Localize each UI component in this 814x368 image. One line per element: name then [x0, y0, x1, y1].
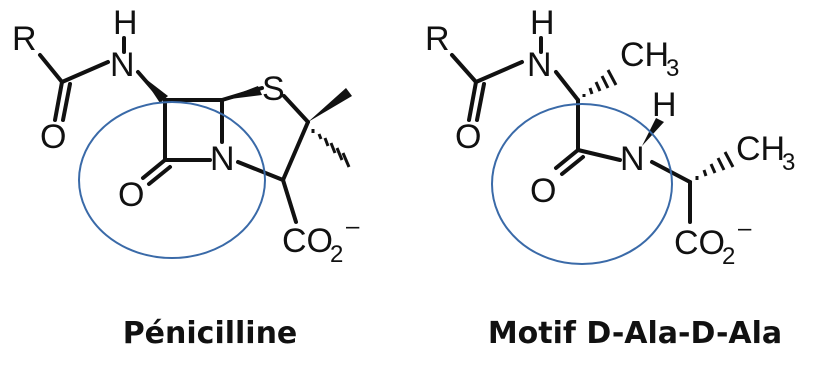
bond	[53, 80, 64, 122]
highlight-ellipse	[491, 103, 673, 265]
wedge-bond	[308, 88, 352, 122]
caption-dala: Motif D-Ala-D-Ala	[487, 316, 783, 351]
bond	[282, 94, 310, 124]
bond	[560, 155, 585, 176]
atom-r: R	[12, 20, 37, 58]
bond	[554, 148, 580, 170]
atom-n: N	[110, 46, 135, 84]
hashed-bond	[311, 129, 351, 168]
bond	[450, 53, 478, 84]
atom-o: O	[40, 118, 66, 156]
wedge-bond	[222, 86, 262, 100]
bond	[38, 53, 64, 84]
bond	[141, 158, 167, 180]
atom-h: H	[530, 4, 555, 42]
bond	[61, 82, 72, 122]
bond	[475, 82, 486, 122]
caption-penicillin: Pénicilline	[122, 316, 298, 351]
subscript: 3	[782, 149, 795, 176]
subscript: 2	[722, 243, 735, 270]
hashed-bond	[582, 69, 618, 97]
bond	[281, 178, 298, 224]
atom-h: H	[113, 4, 138, 42]
bond	[554, 70, 580, 102]
bond	[576, 148, 622, 162]
carboxylate-label: CO	[674, 224, 725, 262]
bond	[281, 120, 310, 182]
atom-n: N	[620, 140, 645, 178]
methyl-label: CH	[620, 36, 669, 74]
bond	[60, 60, 110, 84]
subscript: 3	[666, 55, 679, 82]
wedge-bond	[642, 118, 664, 146]
atom-o: O	[455, 118, 481, 156]
hashed-bond	[695, 151, 735, 180]
bond	[147, 165, 172, 186]
atom-s: S	[262, 70, 285, 108]
bond	[474, 60, 524, 84]
atom-o: O	[118, 176, 144, 214]
charge-sign: –	[346, 213, 360, 240]
wedge-bond	[142, 76, 168, 103]
bond	[467, 80, 478, 122]
bond	[236, 160, 285, 182]
atom-n: N	[527, 46, 552, 84]
methyl-label: CH	[736, 130, 785, 168]
atom-h: H	[652, 86, 677, 124]
subscript: 2	[330, 241, 343, 268]
atom-r: R	[425, 20, 450, 58]
carboxylate-label: CO	[282, 222, 333, 260]
atom-n: N	[210, 140, 235, 178]
atom-o: O	[530, 172, 556, 210]
highlight-ellipse	[78, 101, 266, 259]
charge-sign: –	[738, 215, 752, 242]
